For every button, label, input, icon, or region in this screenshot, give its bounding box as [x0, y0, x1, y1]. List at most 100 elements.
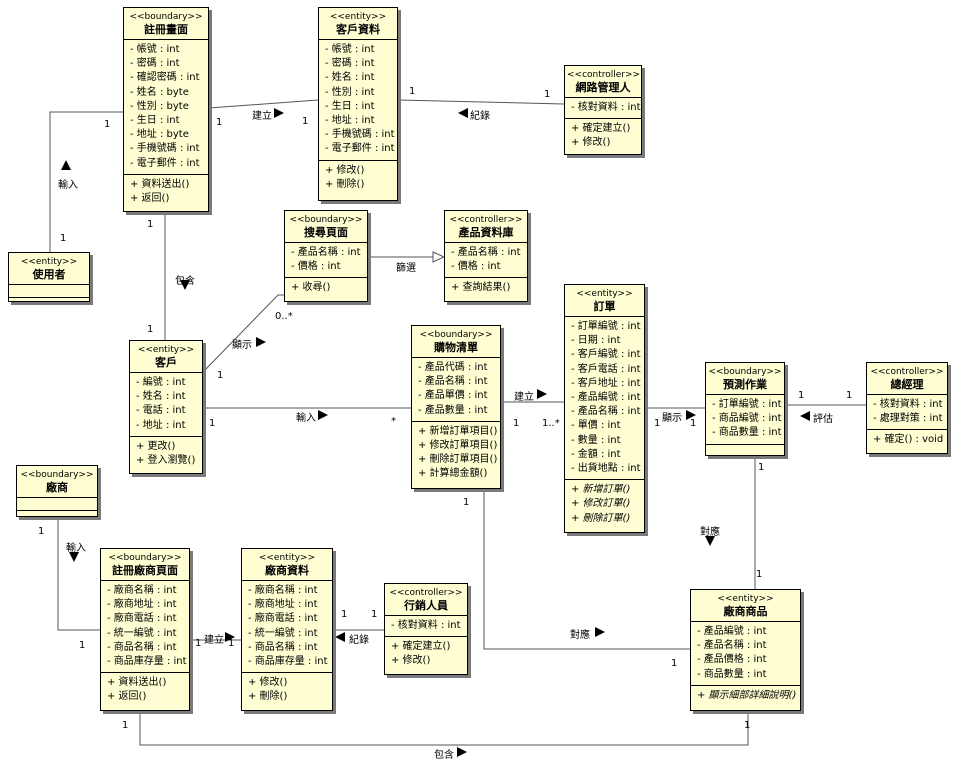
attribute: - 電話 : int: [136, 405, 186, 417]
operation: + 修改(): [325, 164, 365, 176]
attributes-compartment: - 帳號 : int- 密碼 : int- 姓名 : int- 性別 : int…: [319, 40, 397, 161]
multiplicity: 1: [744, 720, 751, 731]
attributes-compartment: - 核對資料 : int: [565, 98, 641, 120]
class-vendor-data[interactable]: <<entity>>廠商資料- 廠商名稱 : int- 廠商地址 : int- …: [241, 548, 333, 711]
class-order[interactable]: <<entity>>訂單- 訂單編號 : int- 日期 : int- 客戶編號…: [564, 284, 645, 533]
attribute: - 金額 : int: [571, 448, 621, 460]
attribute: - 姓名 : int: [136, 391, 186, 403]
operation: + 資料送出(): [130, 178, 190, 190]
direction-arrow: [458, 108, 468, 118]
attribute: - 訂單編號 : int: [571, 321, 641, 332]
attribute: - 廠商電話 : int: [107, 613, 177, 625]
operation: + 刪除訂單項目(): [418, 454, 498, 466]
attributes-compartment: - 產品代碼 : int- 產品名稱 : int- 產品單價 : int- 產品…: [412, 358, 500, 422]
multiplicity: 1..*: [542, 418, 560, 429]
direction-arrow: [61, 160, 71, 170]
class-header: <<boundary>>購物清單: [412, 326, 500, 358]
operations-compartment: + 確定建立()+ 修改(): [385, 637, 467, 671]
class-header: <<entity>>客戶資料: [319, 8, 397, 40]
direction-arrow: [595, 627, 605, 637]
attribute: - 產品名稱 : int: [418, 376, 488, 388]
class-network-manager[interactable]: <<controller>>網路管理人- 核對資料 : int+ 確定建立()+…: [564, 65, 642, 155]
attribute: - 商品名稱 : int: [248, 641, 318, 653]
multiplicity: 1: [654, 418, 661, 429]
operations-compartment: + 資料送出()+ 返回(): [124, 175, 208, 209]
direction-arrow: [256, 337, 266, 347]
assoc-label-contain: 包含: [434, 750, 454, 761]
operations-compartment: + 收尋(): [285, 278, 367, 298]
attribute: - 電子郵件 : int: [325, 143, 395, 155]
class-name: 使用者: [32, 268, 66, 281]
attribute: - 帳號 : int: [325, 44, 375, 55]
class-name: 網路管理人: [575, 81, 631, 94]
class-vendor[interactable]: <<boundary>>廠商: [16, 465, 98, 517]
operations-compartment: + 修改()+ 刪除(): [319, 161, 397, 195]
class-name: 廠商: [46, 481, 68, 494]
attribute: - 生日 : int: [130, 115, 180, 127]
class-header: <<controller>>行銷人員: [385, 584, 467, 616]
stereotype-label: <<boundary>>: [129, 12, 203, 22]
class-vendor-product[interactable]: <<entity>>廠商商品- 產品編號 : int- 產品名稱 : int- …: [690, 589, 801, 711]
operation: + 新增訂單(): [571, 484, 631, 496]
class-forecast[interactable]: <<boundary>>預測作業- 訂單編號 : int- 商品編號 : int…: [705, 362, 785, 456]
attribute: - 廠商名稱 : int: [248, 585, 318, 596]
assoc-line: [202, 294, 284, 373]
class-shopping-list[interactable]: <<boundary>>購物清單- 產品代碼 : int- 產品名稱 : int…: [411, 325, 501, 489]
attribute: - 商品編號 : int: [712, 413, 782, 425]
attributes-compartment: - 產品編號 : int- 產品名稱 : int- 產品價格 : int- 商品…: [691, 622, 800, 686]
operation: + 確定() : void: [873, 434, 944, 446]
stereotype-label: <<boundary>>: [419, 330, 493, 340]
operations-compartment: [17, 511, 97, 523]
attributes-compartment: [17, 498, 97, 511]
attribute: - 產品編號 : int: [571, 392, 641, 404]
multiplicity: 1: [371, 609, 378, 620]
class-header: <<controller>>網路管理人: [565, 66, 641, 98]
class-name: 註冊廠商頁面: [112, 564, 178, 577]
attribute: - 訂單編號 : int: [712, 399, 782, 410]
class-header: <<entity>>廠商商品: [691, 590, 800, 622]
class-customer-data[interactable]: <<entity>>客戶資料- 帳號 : int- 密碼 : int- 姓名 :…: [318, 7, 398, 201]
class-user[interactable]: <<entity>>使用者: [8, 252, 90, 302]
class-register-page[interactable]: <<boundary>>註冊畫面- 帳號 : int- 密碼 : int- 確認…: [123, 7, 209, 212]
attribute: - 核對資料 : int: [391, 620, 461, 631]
stereotype-label: <<entity>>: [576, 289, 633, 299]
class-name: 客戶: [155, 356, 177, 369]
operation: + 確定建立(): [571, 123, 631, 135]
direction-arrow: [274, 108, 284, 118]
attribute: - 產品單價 : int: [418, 390, 488, 402]
class-header: <<entity>>客戶: [130, 341, 202, 373]
attribute: - 處理對策 : int: [873, 413, 943, 425]
attribute: - 產品價格 : int: [697, 654, 767, 666]
class-product-database[interactable]: <<controller>>產品資料庫- 產品名稱 : int- 價格 : in…: [444, 210, 528, 302]
attribute: - 產品名稱 : int: [291, 247, 361, 258]
assoc-label-correspond: 對應: [700, 527, 720, 538]
class-name: 預測作業: [723, 378, 767, 391]
class-name: 總經理: [890, 378, 924, 391]
attributes-compartment: - 廠商名稱 : int- 廠商地址 : int- 廠商電話 : int- 統一…: [101, 581, 189, 674]
stereotype-label: <<boundary>>: [289, 215, 363, 225]
attribute: - 地址 : int: [136, 419, 186, 431]
multiplicity: 1: [195, 638, 202, 649]
attributes-compartment: - 帳號 : int- 密碼 : int- 確認密碼 : int- 姓名 : b…: [124, 40, 208, 175]
attribute: - 統一編號 : int: [248, 627, 318, 639]
multiplicity: 1: [341, 609, 348, 620]
class-general-manager[interactable]: <<controller>>總經理- 核對資料 : int- 處理對策 : in…: [866, 362, 948, 454]
assoc-line: [483, 489, 690, 650]
assoc-label-record: 紀錄: [470, 111, 490, 122]
class-vendor-register-page[interactable]: <<boundary>>註冊廠商頁面 - 廠商名稱 : int- 廠商地址 : i…: [100, 548, 190, 711]
stereotype-label: <<entity>>: [20, 257, 78, 267]
multiplicity: 1: [209, 418, 216, 429]
multiplicity: 1: [38, 526, 45, 537]
attribute: - 姓名 : byte: [130, 86, 189, 98]
operation: + 資料送出(): [107, 677, 167, 689]
assoc-line: [397, 99, 565, 105]
class-header: <<entity>>廠商資料: [242, 549, 332, 581]
stereotype-label: <<boundary>>: [108, 553, 182, 563]
attributes-compartment: - 編號 : int- 姓名 : int- 電話 : int- 地址 : int: [130, 373, 202, 437]
class-customer[interactable]: <<entity>>客戶- 編號 : int- 姓名 : int- 電話 : i…: [129, 340, 203, 474]
direction-arrow: [686, 410, 696, 420]
class-search-page[interactable]: <<boundary>>搜尋頁面- 產品名稱 : int- 價格 : int+ …: [284, 210, 368, 302]
operation: + 計算總金額(): [418, 468, 488, 480]
direction-arrow: [69, 552, 79, 562]
class-marketing-staff[interactable]: <<controller>>行銷人員 - 核對資料 : int + 確定建立()+ …: [384, 583, 468, 675]
